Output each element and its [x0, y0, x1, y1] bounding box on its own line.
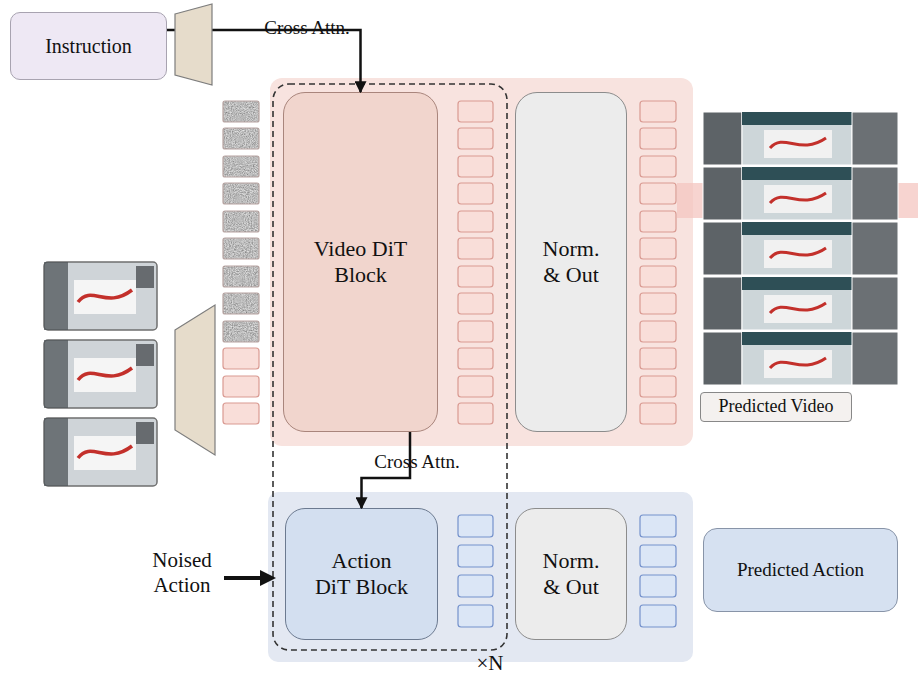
video-token [640, 321, 676, 342]
norm-out-block: Norm. & Out [515, 508, 627, 640]
video-token [458, 183, 493, 204]
video-token [458, 403, 493, 424]
noise-token [223, 321, 259, 342]
video-token [640, 156, 676, 177]
noise-token [223, 128, 259, 149]
video-token [223, 376, 259, 397]
noise-token-outlines [223, 101, 259, 342]
video-encoder [175, 305, 215, 455]
token-outline [223, 238, 259, 259]
edge-label: Cross Attn. [232, 17, 382, 40]
noise-token [223, 101, 259, 122]
video-token [223, 348, 259, 369]
input-arrow-head [260, 570, 276, 586]
token-outline [223, 101, 259, 122]
action-band [268, 492, 693, 662]
token-outline [223, 293, 259, 314]
repeat-bracket [273, 84, 507, 650]
node-text: Predicted Video [718, 396, 833, 418]
video-token [640, 403, 676, 424]
action-token [458, 575, 493, 597]
repeat-count: ×N [468, 651, 512, 676]
input-label: Noised Action [136, 548, 228, 598]
noise-token [223, 238, 259, 259]
node-text: Norm. & Out [535, 548, 607, 601]
video-token [458, 128, 493, 149]
video-token [223, 403, 259, 424]
norm-out-block: Norm. & Out [515, 92, 627, 432]
predicted-frame [703, 222, 898, 275]
node-text: Video DiT Block [311, 236, 411, 289]
input-image [44, 418, 157, 486]
action-token [640, 605, 676, 627]
video-token [458, 238, 493, 259]
action-token [458, 605, 493, 627]
node-text: Action DiT Block [312, 548, 412, 601]
predicted-frame [703, 277, 898, 330]
text-encoder [175, 4, 212, 85]
video-token [640, 183, 676, 204]
cross-attention-arrow [167, 30, 361, 92]
edge-label: Cross Attn. [352, 451, 482, 474]
video-token [458, 156, 493, 177]
input-box: Instruction [10, 12, 167, 80]
video-token [640, 348, 676, 369]
action-token [640, 515, 676, 537]
action-dit-block: Action DiT Block [285, 508, 438, 640]
token-outline [223, 156, 259, 177]
node-text: Norm. & Out [535, 236, 607, 289]
video-token [458, 376, 493, 397]
video-dit-block: Video DiT Block [283, 92, 438, 432]
token-outline [223, 211, 259, 232]
token-outline [223, 321, 259, 342]
noise-token [223, 211, 259, 232]
input-arrow-shaft [224, 576, 262, 580]
video-token [640, 211, 676, 232]
video-token [640, 266, 676, 287]
video-token [640, 128, 676, 149]
predicted-frame [703, 332, 898, 385]
output-box: Predicted Action [703, 528, 898, 612]
video-token [640, 101, 676, 122]
predicted-frame [703, 167, 898, 220]
noise-token [223, 156, 259, 177]
action-token [640, 545, 676, 567]
node-text: Instruction [45, 34, 132, 58]
noise-tokens [223, 101, 259, 342]
action-token [458, 545, 493, 567]
token-outline [223, 183, 259, 204]
action-token [640, 575, 676, 597]
node-text: Predicted Action [737, 559, 864, 582]
noise-token [223, 266, 259, 287]
noise-token [223, 183, 259, 204]
video-token [458, 293, 493, 314]
video-token [458, 211, 493, 232]
action-token [458, 515, 493, 537]
video-token [640, 238, 676, 259]
video-token [458, 321, 493, 342]
token-outline [223, 128, 259, 149]
video-token [640, 293, 676, 314]
video-token [640, 376, 676, 397]
noise-token [223, 293, 259, 314]
input-image [44, 262, 157, 330]
token-outline [223, 266, 259, 287]
video-token [458, 266, 493, 287]
video-token [458, 101, 493, 122]
predicted-frame [703, 112, 898, 165]
video-token [458, 348, 493, 369]
video-band [270, 78, 693, 446]
output-label-box: Predicted Video [700, 392, 852, 422]
input-image [44, 340, 157, 408]
